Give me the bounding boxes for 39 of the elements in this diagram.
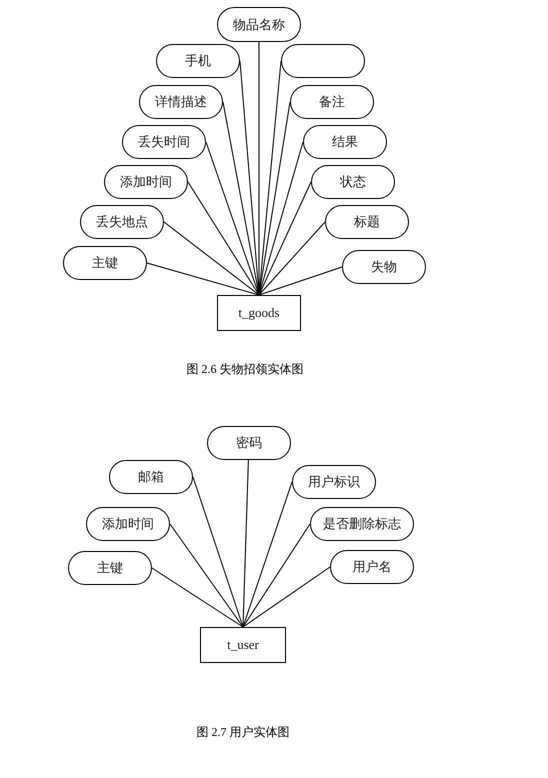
connector-line (206, 142, 260, 296)
attribute-name: 主键 (92, 254, 118, 272)
attribute-name: 详情描述 (155, 93, 207, 111)
connector-line (188, 182, 260, 296)
attribute-name: 标题 (354, 213, 380, 231)
attribute-name: 添加时间 (120, 173, 172, 191)
connector-line (146, 262, 260, 296)
connector-line (170, 524, 244, 628)
attribute-name: 丢失地点 (96, 213, 148, 231)
attribute-name: 备注 (319, 93, 345, 111)
figure-caption: 图 2.7 用户实体图 (196, 724, 290, 741)
attribute-name: 添加时间 (102, 515, 154, 533)
connector-line (258, 182, 312, 296)
entity-name: t_goods (238, 305, 280, 321)
attribute-name: 邮箱 (138, 468, 164, 486)
connector-line (242, 524, 310, 628)
connector-line (242, 482, 292, 628)
attribute-name: 是否删除标志 (323, 515, 401, 533)
connector-line (192, 476, 244, 628)
connector-line (242, 460, 249, 628)
connector-line (242, 566, 330, 628)
attribute-name: 手机 (185, 52, 211, 70)
attribute-name: 主键 (97, 559, 123, 577)
connector-line (258, 266, 342, 296)
attribute-name: 结果 (332, 133, 358, 151)
figure-caption: 图 2.6 失物招领实体图 (186, 361, 304, 378)
entity-name: t_user (227, 637, 259, 653)
attribute-name: 密码 (236, 434, 262, 452)
attribute-name: 用户名 (352, 558, 392, 576)
connector-line (164, 222, 260, 296)
entity-box (200, 627, 286, 663)
entity-box (217, 295, 301, 331)
connector-line (258, 222, 326, 296)
attribute-name: 失物 (371, 258, 397, 276)
attribute-name: 状态 (340, 173, 366, 191)
attribute-name: 丢失时间 (138, 133, 190, 151)
attribute-name: 物品名称 (233, 16, 285, 34)
attribute-name: 用户标识 (308, 473, 360, 491)
connector-line (152, 568, 244, 628)
